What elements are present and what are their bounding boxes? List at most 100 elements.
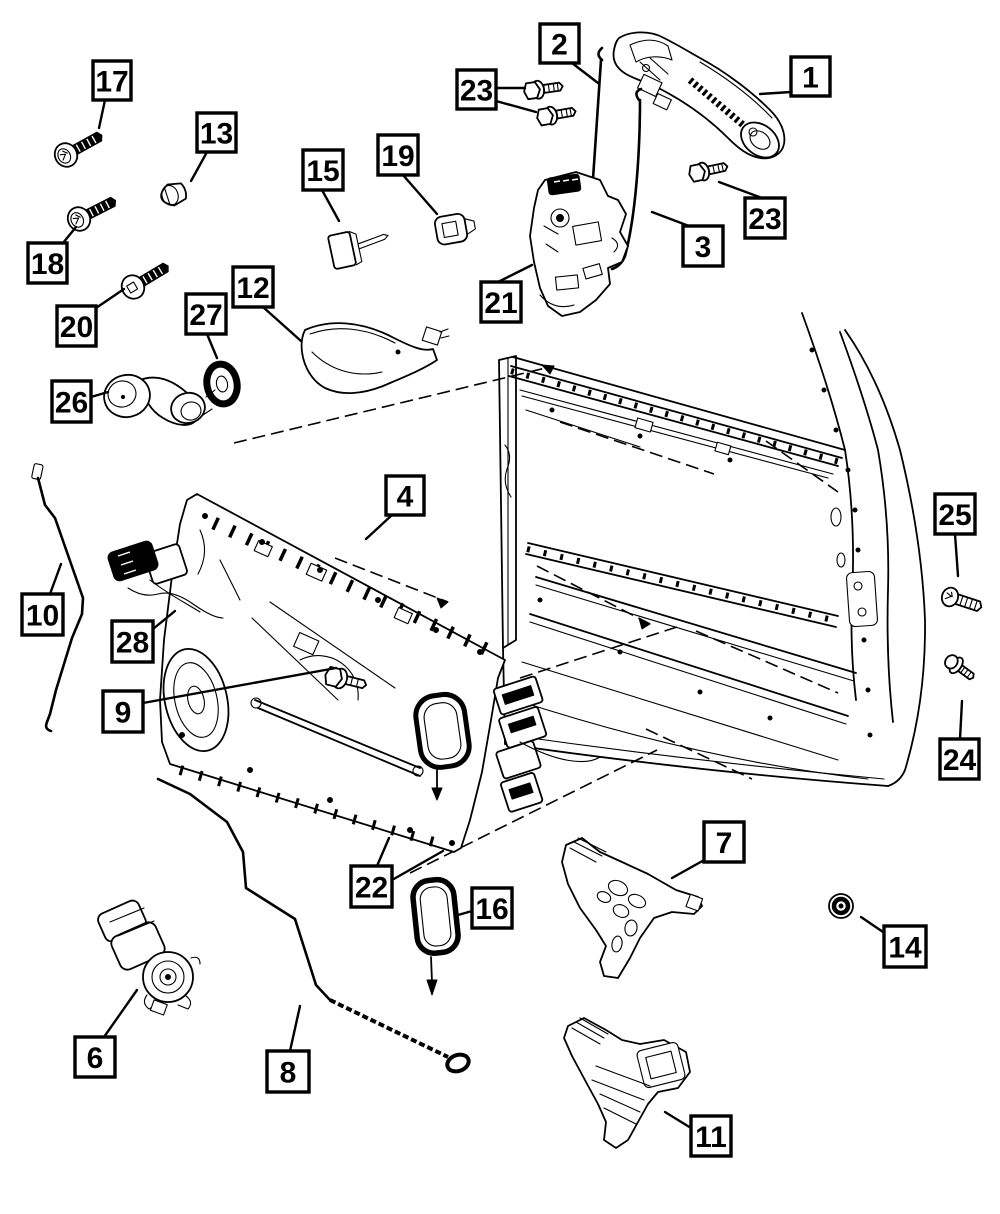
callout-number: 3	[695, 231, 712, 264]
callout-number: 16	[475, 893, 508, 926]
retainer-clip	[434, 212, 476, 246]
leader-line-12	[261, 305, 303, 343]
callout-1-exterior-door-handle[interactable]: 1	[789, 55, 832, 98]
callout-box	[73, 1035, 117, 1079]
plunger-switch	[327, 230, 389, 270]
callout-26-window-crank-handle[interactable]: 26	[50, 379, 93, 424]
leader-line-3	[650, 210, 691, 228]
callout-box	[938, 737, 981, 781]
leader-line-23	[494, 99, 538, 114]
tapping-screw-24	[944, 654, 975, 681]
callout-number: 12	[236, 272, 269, 305]
callout-box	[50, 379, 93, 424]
callout-number: 20	[60, 311, 93, 344]
leader-line-14	[859, 915, 888, 936]
callout-number: 9	[115, 696, 132, 729]
leader-line-23	[717, 180, 764, 200]
callout-number: 6	[87, 1042, 104, 1075]
hex-bolt-23b	[536, 105, 577, 127]
callout-11-latch-bracket[interactable]: 11	[689, 1114, 733, 1158]
grommet-plug	[828, 893, 854, 919]
callout-15-plunger-switch[interactable]: 15	[301, 148, 345, 192]
leader-line-21	[496, 263, 534, 284]
callout-19-retainer-clip[interactable]: 19	[376, 133, 420, 177]
callout-box	[882, 924, 928, 969]
callout-23-hex-bolt[interactable]: 23	[743, 196, 787, 240]
callout-box	[479, 280, 523, 324]
callout-box	[933, 492, 977, 536]
callout-box	[110, 619, 155, 664]
callout-23-hex-bolt[interactable]: 23	[455, 68, 498, 111]
callout-17-pan-head-screw[interactable]: 17	[91, 59, 133, 102]
callout-13-barrel-nut[interactable]: 13	[195, 111, 238, 154]
callout-12-pull-cup-bracket[interactable]: 12	[231, 265, 275, 309]
door-module-panel	[159, 493, 506, 853]
callout-number: 11	[695, 1121, 727, 1154]
callout-22-carrier-assembly[interactable]: 22	[349, 864, 394, 909]
callout-18-pan-head-screw[interactable]: 18	[26, 241, 69, 285]
callout-box	[384, 474, 426, 517]
callout-box	[538, 22, 581, 65]
leader-line-16	[456, 909, 474, 917]
callout-number: 14	[888, 931, 922, 964]
latch-gasket	[410, 876, 461, 996]
exterior-door-handle	[612, 31, 786, 160]
machine-screw-25	[940, 586, 983, 612]
callout-box	[184, 292, 228, 336]
window-motor	[97, 899, 201, 1016]
callout-box	[702, 820, 746, 864]
leader-line-17	[97, 98, 107, 130]
callout-4-door-module-panel[interactable]: 4	[384, 474, 426, 517]
lock-cable-rod	[156, 777, 471, 1074]
callout-28-wiring-connector[interactable]: 28	[110, 619, 155, 664]
leader-line-25	[953, 532, 960, 578]
callout-8-lock-cable-rod[interactable]: 8	[265, 1049, 311, 1094]
callout-number: 15	[306, 155, 339, 188]
leader-line-11	[663, 1110, 693, 1130]
callout-box	[231, 265, 275, 309]
callout-box	[195, 111, 238, 154]
leader-line-1	[758, 90, 793, 96]
callout-number: 21	[484, 287, 517, 320]
callout-10-lock-rod[interactable]: 10	[20, 592, 65, 637]
crank-washer	[203, 360, 241, 408]
wiring-connector	[107, 540, 224, 619]
door-latch	[529, 171, 629, 317]
leader-line-6	[102, 988, 139, 1039]
callout-9-window-regulator[interactable]: 9	[101, 689, 145, 734]
callout-24-tapping-screw[interactable]: 24	[938, 737, 981, 781]
pull-cup-bracket	[300, 322, 450, 394]
callout-number: 10	[26, 599, 59, 632]
callout-number: 26	[55, 386, 88, 419]
callout-6-window-motor[interactable]: 6	[73, 1035, 117, 1079]
callout-number: 24	[943, 744, 977, 777]
door-shell	[498, 312, 926, 787]
callout-2-handle-link-rod[interactable]: 2	[538, 22, 581, 65]
callout-20-pan-head-screw[interactable]: 20	[55, 304, 98, 348]
leader-line-27	[205, 332, 219, 360]
callout-number: 2	[551, 28, 568, 61]
callout-number: 22	[355, 871, 388, 904]
callout-box	[55, 304, 98, 348]
callout-box	[101, 689, 145, 734]
leader-line-9	[141, 666, 338, 705]
callout-number: 8	[280, 1056, 297, 1089]
window-crank-handle	[103, 373, 213, 426]
callout-14-grommet-plug[interactable]: 14	[882, 924, 928, 969]
callout-16-latch-gasket[interactable]: 16	[470, 886, 514, 930]
callout-box	[26, 241, 69, 285]
callout-number: 13	[200, 117, 233, 150]
callout-27-crank-washer[interactable]: 27	[184, 292, 228, 336]
callout-number: 7	[716, 827, 733, 860]
callout-3-latch-link-rod[interactable]: 3	[681, 224, 725, 268]
module-latch-stack	[492, 675, 601, 813]
callout-7-handle-bracket[interactable]: 7	[702, 820, 746, 864]
callout-25-machine-screw[interactable]: 25	[933, 492, 977, 536]
callout-21-door-latch[interactable]: 21	[479, 280, 523, 324]
leader-line-10	[48, 562, 63, 596]
leader-line-4	[364, 513, 394, 541]
leader-line-13	[189, 150, 209, 183]
leader-line-24	[958, 699, 964, 741]
